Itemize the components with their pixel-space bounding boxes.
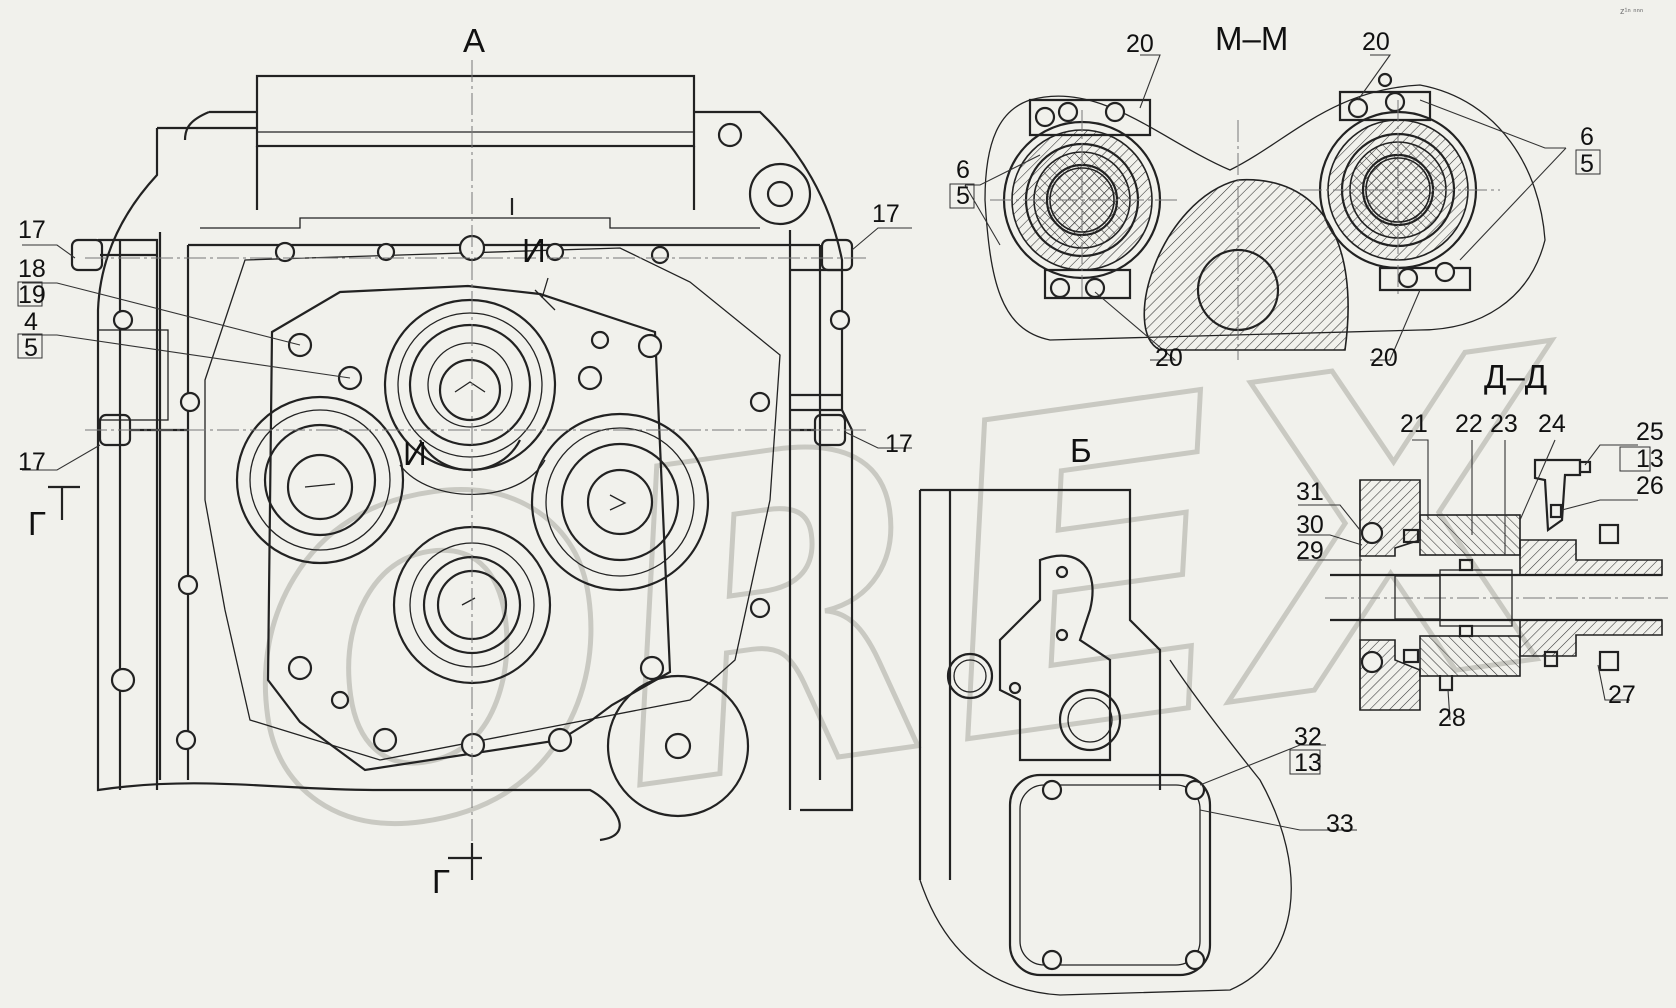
section-dd [1325,458,1668,711]
section-dd-title: Д–Д [1484,358,1547,395]
cut-i-top-label: И [522,232,546,269]
callout-20: 20 [1155,344,1183,372]
leader-lines [22,54,1638,831]
callout-27: 27 [1608,681,1636,709]
callout-17: 17 [18,216,46,244]
callout-6: 6 [1580,123,1594,151]
gear-right [530,412,710,592]
callout-labels: 17 17 17 17 18 19 4 5 20 20 20 20 6 5 6 … [18,28,1664,838]
gear-left [235,395,405,565]
section-mm [984,72,1546,360]
callout-24: 24 [1538,410,1566,438]
callout-boxes [17,149,1651,775]
callout-25: 25 [1636,418,1664,446]
callout-4: 4 [24,308,38,336]
callout-20: 20 [1126,30,1154,58]
cut-g-bottom-label: Г [432,863,450,900]
callout-17: 17 [872,200,900,228]
callout-30: 30 [1296,511,1324,539]
callout-31: 31 [1296,478,1324,506]
callout-17: 17 [885,430,913,458]
view-a-title: А [463,22,485,59]
callout-23: 23 [1490,410,1518,438]
cut-i-inner-label: И [403,435,427,472]
view-b-title: Б [1070,432,1092,469]
callout-13: 13 [1636,445,1664,473]
callout-29: 29 [1296,537,1324,565]
bolts-view-a [110,234,851,758]
watermark: OREX [211,254,1612,941]
callout-28: 28 [1438,704,1466,732]
callout-26: 26 [1636,472,1664,500]
corner-mark: z¹ⁿ ⁿⁿⁿ [1620,6,1643,16]
callout-5: 5 [1580,150,1594,178]
callout-32: 32 [1294,723,1322,751]
cut-g-left-label: Г [28,505,46,542]
callout-17: 17 [18,448,46,476]
view-a [48,60,870,880]
callout-13: 13 [1294,749,1322,777]
view-b [918,488,1292,996]
callout-33: 33 [1326,810,1354,838]
callout-19: 19 [18,281,46,309]
callout-22: 22 [1455,410,1483,438]
callout-21: 21 [1400,410,1428,438]
callout-20: 20 [1362,28,1390,56]
view-titles: А М–М Б Д–Д И И Г Г [28,20,1547,900]
watermark-text: OREX [214,256,1610,938]
section-mm-title: М–М [1215,20,1288,57]
callout-18: 18 [18,255,46,283]
callout-20: 20 [1370,344,1398,372]
callout-5: 5 [956,182,970,210]
callout-6: 6 [956,156,970,184]
callout-5: 5 [24,334,38,362]
